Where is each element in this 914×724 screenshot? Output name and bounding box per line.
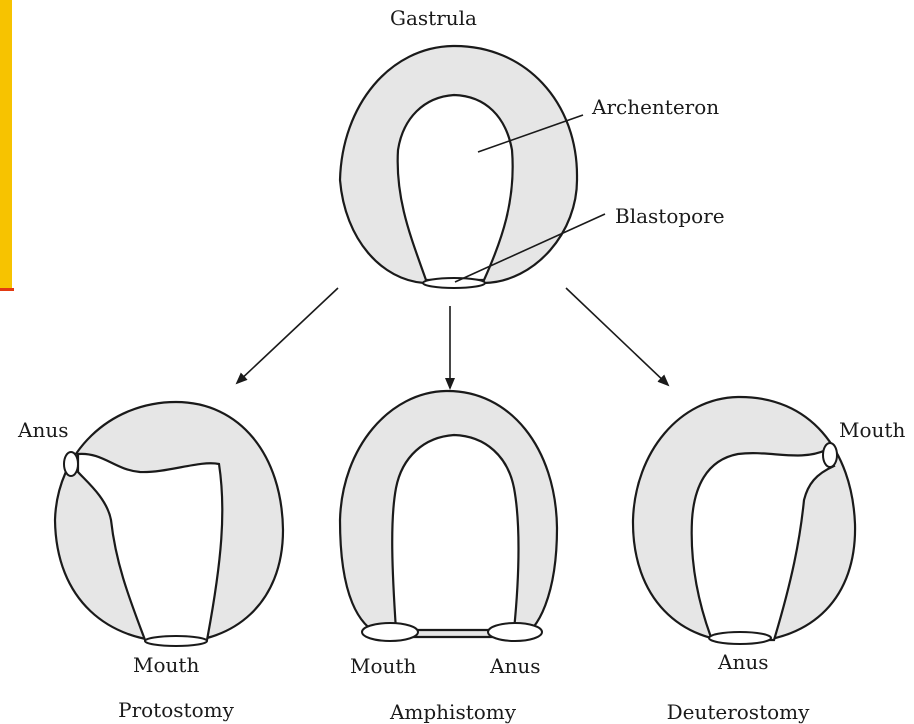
deuterostomy-mouth-label: Mouth	[839, 420, 905, 440]
deuterostomy-mouth-opening	[823, 443, 837, 467]
protostomy-mouth-opening	[145, 636, 207, 646]
deuterostomy-embryo	[633, 397, 855, 644]
amphistomy-mouth-opening	[362, 623, 418, 641]
amphistomy-anus-label: Anus	[490, 656, 540, 676]
amphistomy-gut	[392, 435, 518, 630]
amphistomy-embryo	[340, 391, 557, 641]
deuterostomy-anus-opening	[709, 632, 771, 644]
amphistomy-caption: Amphistomy	[368, 702, 538, 722]
gastrula-embryo	[340, 46, 605, 288]
protostomy-embryo	[55, 402, 283, 646]
arrow-to-deuterostomy	[566, 288, 668, 385]
blastopore-opening	[423, 278, 485, 288]
archenteron-label: Archenteron	[592, 97, 719, 117]
protostomy-anus-label: Anus	[18, 420, 68, 440]
amphistomy-mouth-label: Mouth	[350, 656, 416, 676]
protostomy-mouth-label: Mouth	[133, 655, 199, 675]
deuterostomy-anus-label: Anus	[718, 652, 768, 672]
arrow-to-protostomy	[237, 288, 338, 383]
gastrula-title: Gastrula	[390, 8, 477, 28]
amphistomy-anus-opening	[488, 623, 542, 641]
deuterostomy-caption: Deuterostomy	[648, 702, 828, 722]
protostomy-caption: Protostomy	[96, 700, 256, 720]
protostomy-anus-opening	[64, 452, 78, 476]
blastopore-label: Blastopore	[615, 206, 725, 226]
